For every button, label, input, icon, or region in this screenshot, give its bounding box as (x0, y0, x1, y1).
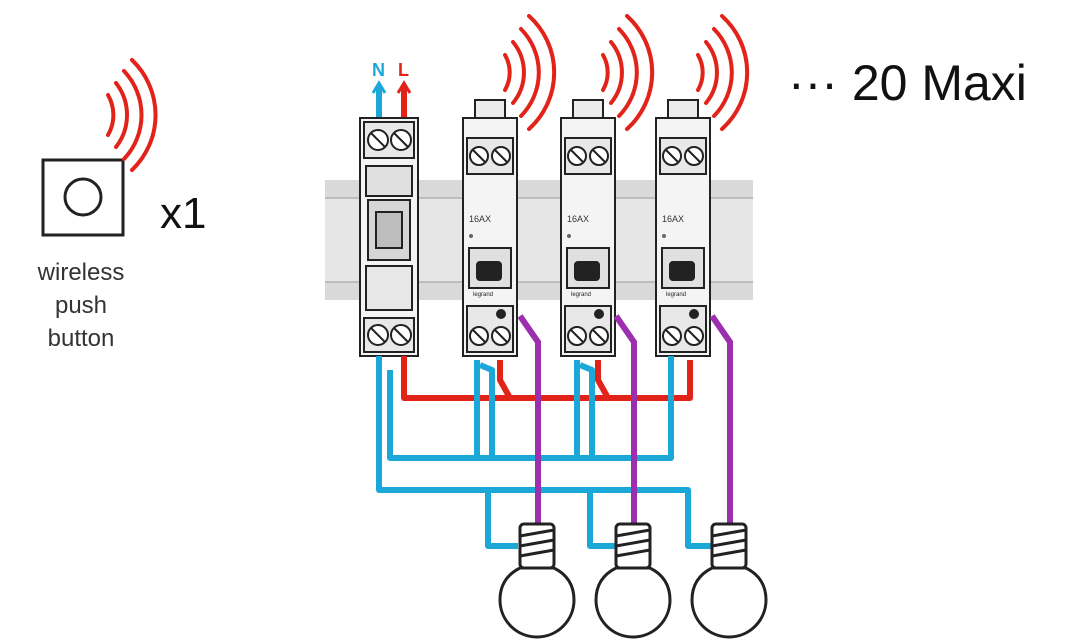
module-rating-1: 16AX (469, 214, 491, 224)
live-label: L (398, 60, 409, 80)
module-brand-1: legrand (473, 292, 493, 298)
button-label-line3: button (48, 325, 115, 352)
status-led-icon-2 (567, 234, 571, 238)
receiver-module-3: 16AX legrand (655, 99, 711, 357)
button-count-label: x1 (160, 189, 206, 238)
push-button-frame (41, 158, 125, 237)
light-bulb-icon-3 (690, 522, 768, 639)
wireless-push-button (41, 158, 125, 237)
push-button-circle (63, 177, 103, 217)
module-radio-waves-icon (503, 14, 750, 131)
receiver-module-1: 16AX legrand (462, 99, 518, 357)
status-led-icon-3 (662, 234, 666, 238)
circuit-breaker-module (359, 117, 419, 357)
module-rating-2: 16AX (567, 214, 589, 224)
light-bulb-icon-1 (498, 522, 576, 639)
status-led-icon-1 (469, 234, 473, 238)
button-radio-waves-icon (106, 58, 158, 172)
module-brand-3: legrand (666, 292, 686, 298)
receiver-module-2: 16AX legrand (560, 99, 616, 357)
live-wiring (401, 356, 693, 401)
neutral-label: N (372, 60, 385, 80)
button-label-line1: wireless (37, 259, 125, 286)
max-count-label: ··· 20 Maxi (788, 55, 1027, 111)
button-label-line2: push (55, 292, 107, 319)
switched-wiring (517, 314, 733, 530)
module-rating-3: 16AX (662, 214, 684, 224)
module-brand-2: legrand (571, 292, 591, 298)
neutral-wiring (376, 356, 712, 549)
light-bulb-icon-2 (594, 522, 672, 639)
